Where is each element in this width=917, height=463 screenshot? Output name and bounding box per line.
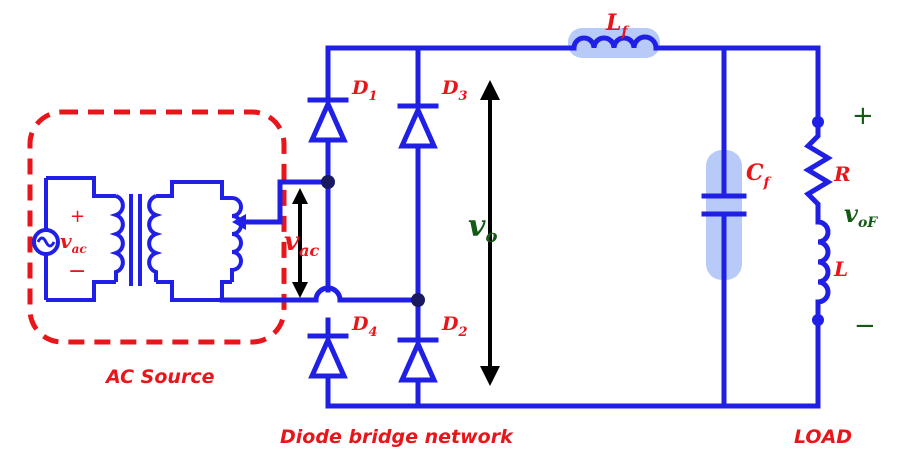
load-plus-sign: +: [852, 101, 874, 131]
ac-source-enclosure: [27, 109, 287, 345]
label-d4: D4: [351, 313, 378, 340]
label-vac-source: vac: [60, 229, 87, 256]
transformer-secondary: [147, 180, 232, 302]
label-cf: Cf: [746, 160, 773, 191]
diode-d2: [397, 337, 439, 383]
label-lf: Lf: [605, 10, 630, 40]
label-r: R: [833, 162, 851, 186]
label-vo: vo: [468, 209, 497, 247]
caption-diode-bridge: Diode bridge network: [280, 426, 514, 448]
label-d3: D3: [441, 77, 468, 104]
source-plus-sign: +: [70, 206, 85, 227]
label-vac-bridge: vac: [284, 227, 319, 260]
capacitor-cf: [701, 193, 747, 217]
transformer-primary: [109, 194, 125, 282]
load-minus-sign: −: [854, 311, 876, 341]
diode-d4: [307, 333, 349, 379]
label-vof: voF: [844, 199, 878, 231]
resistor-r: [803, 119, 833, 217]
diode-d3: [397, 103, 439, 149]
label-d1: D1: [351, 77, 378, 104]
label-d2: D2: [441, 313, 468, 340]
tapped-inductor: [230, 196, 243, 282]
transformer-core: [129, 194, 142, 286]
diode-d1: [307, 97, 349, 143]
label-l: L: [833, 257, 848, 281]
source-minus-sign: −: [68, 259, 86, 284]
inductor-l: [815, 211, 831, 323]
caption-ac-source: AC Source: [104, 366, 215, 388]
inductor-lf: [571, 34, 659, 51]
vo-arrow: [480, 80, 500, 386]
caption-load: LOAD: [794, 426, 852, 448]
junction-dots: [321, 116, 824, 326]
ac-voltage-source: [32, 176, 116, 302]
vac-arrow: [292, 188, 308, 298]
